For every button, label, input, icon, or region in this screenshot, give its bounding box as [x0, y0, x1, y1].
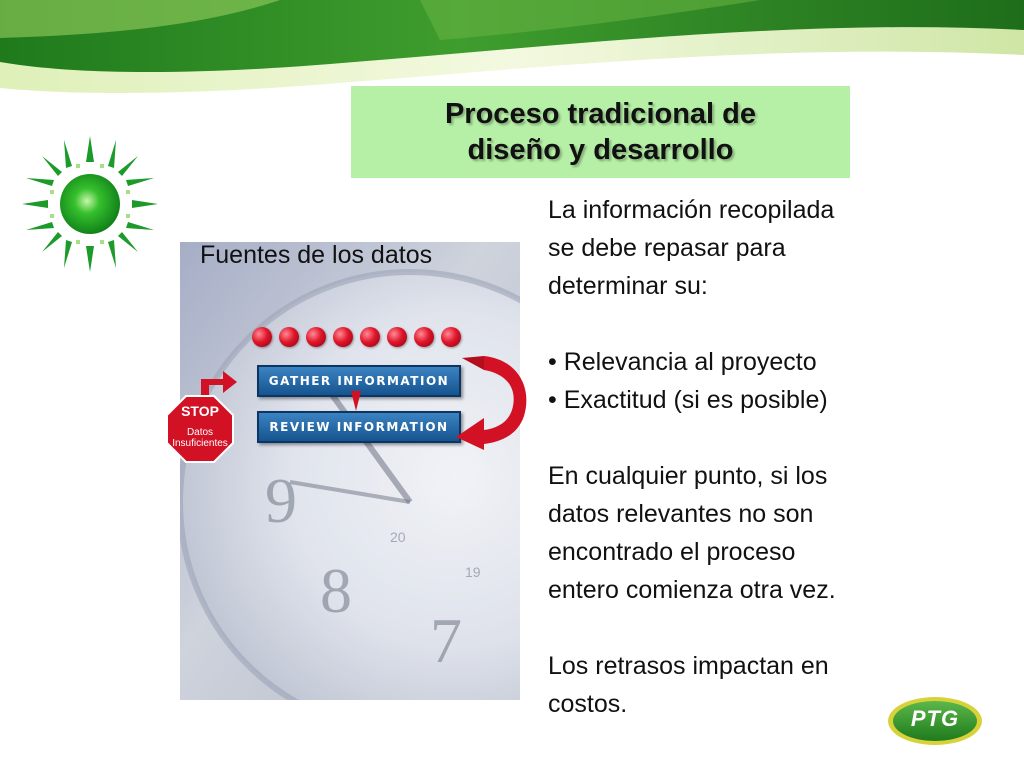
svg-text:8: 8: [320, 555, 352, 626]
data-source-dot: [414, 327, 434, 347]
para3-line1: Los retrasos impactan en: [548, 652, 829, 680]
svg-text:9: 9: [265, 465, 297, 536]
para3-line2: costos.: [548, 690, 628, 718]
slide-title-line2: diseño y desarrollo: [467, 134, 734, 166]
data-source-dot: [279, 327, 299, 347]
para2-line4: entero comienza otra vez.: [548, 576, 836, 604]
down-arrow-icon: [351, 391, 361, 411]
svg-text:20: 20: [390, 529, 406, 545]
para2-line2: datos relevantes no son: [548, 500, 814, 528]
sun-logo-icon: [22, 136, 158, 272]
svg-text:19: 19: [465, 564, 481, 580]
bullet-exactitud: • Exactitud (si es posible): [548, 386, 828, 414]
intro-line2: se debe repasar para: [548, 234, 786, 262]
ptg-logo-icon: [888, 697, 982, 745]
loop-arrow-icon: [456, 356, 527, 450]
bullet-relevancia: • Relevancia al proyecto: [548, 348, 817, 376]
stop-sign-icon: [166, 395, 234, 463]
para2-line3: encontrado el proceso: [548, 538, 796, 566]
intro-line1: La información recopilada: [548, 196, 835, 224]
data-source-dot: [387, 327, 407, 347]
para2-line1: En cualquier punto, si los: [548, 462, 828, 490]
stop-sign-title: STOP: [181, 403, 219, 419]
data-source-dot: [306, 327, 326, 347]
intro-line3: determinar su:: [548, 272, 708, 300]
header-banner: [0, 0, 1024, 110]
clock-background-image: 9 8 7 20 19: [180, 242, 520, 700]
review-information-step: REVIEW INFORMATION: [257, 411, 461, 443]
data-source-dot: [441, 327, 461, 347]
data-source-dot: [333, 327, 353, 347]
slide-body-text: La información recopilada se debe repasa…: [548, 191, 928, 723]
svg-text:7: 7: [430, 605, 462, 676]
slide-title-line1: Proceso tradicional de: [444, 98, 757, 130]
stop-sign-line1: Datos: [186, 427, 214, 438]
side-arrow-icon: [201, 371, 237, 399]
ptg-logo-text: PTG: [910, 706, 960, 731]
title-box: Proceso tradicional de diseño y desarrol…: [351, 86, 850, 178]
data-source-dot: [360, 327, 380, 347]
data-sources-label: Fuentes de los datos: [200, 241, 433, 269]
stop-sign-line2: Insuficientes: [172, 438, 228, 449]
data-source-dot: [252, 327, 272, 347]
data-sources-dots: [252, 327, 472, 351]
